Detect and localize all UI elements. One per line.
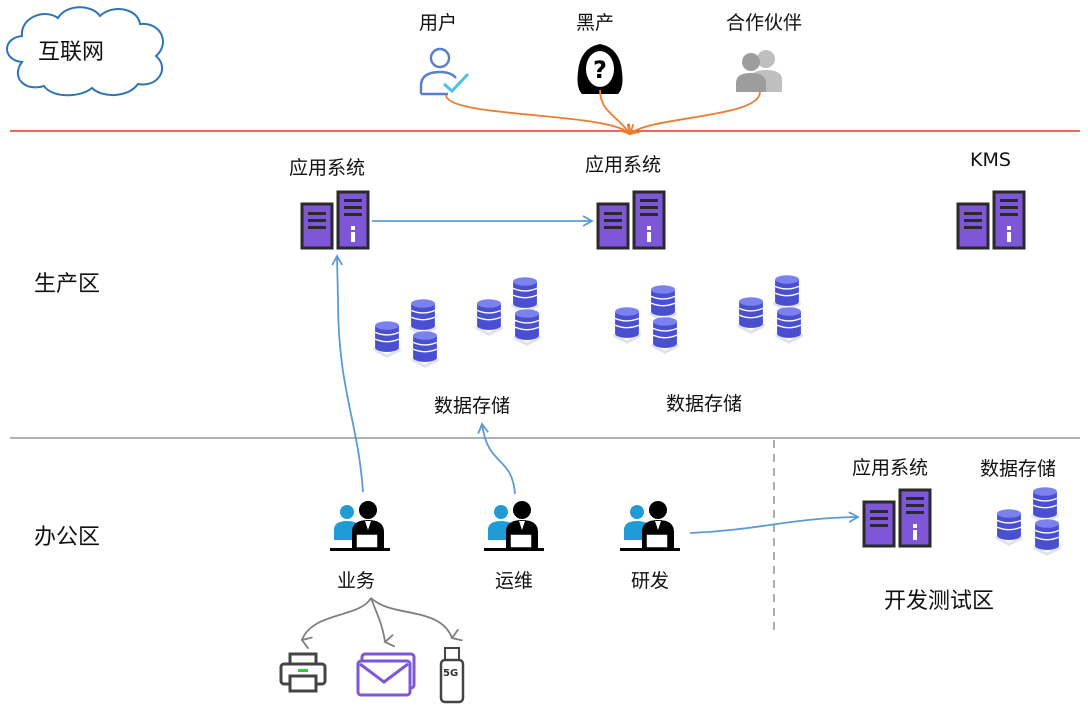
printer-icon [279, 652, 327, 694]
server-rack-icon [596, 190, 666, 252]
user-check-icon [418, 46, 472, 96]
flow-business-to-usb [370, 597, 463, 642]
hacker-icon: ? [574, 42, 626, 96]
office-worker-icon [484, 500, 544, 552]
usb-drive-icon [439, 646, 465, 704]
storage-left-label: 数据存储 [434, 395, 511, 417]
devtest-app-label: 应用系统 [852, 457, 929, 479]
actor-partner-label: 合作伙伴 [726, 12, 803, 34]
business-label: 业务 [337, 570, 376, 592]
database-stack-icon [470, 276, 550, 356]
database-stack-icon [368, 298, 448, 378]
flow-business-to-email [370, 597, 396, 648]
devtest-storage-label: 数据存储 [980, 458, 1057, 480]
rnd-label: 研发 [631, 570, 670, 592]
production-zone-label: 生产区 [34, 272, 101, 297]
server-rack-icon [956, 190, 1026, 252]
actor-user-label: 用户 [419, 12, 458, 34]
office-zone-label: 办公区 [34, 525, 101, 550]
office-worker-icon [330, 500, 390, 552]
flow-blackhat-to-app [599, 89, 632, 136]
usb-label: 5G [443, 668, 459, 679]
internet-label: 互联网 [38, 40, 105, 65]
office-worker-icon [620, 500, 680, 552]
flow-user-to-app [445, 94, 632, 136]
flow-rnd-to-devtest-app [689, 511, 860, 534]
actor-blackhat-label: 黑产 [576, 12, 615, 34]
devtest-zone-label: 开发测试区 [884, 589, 995, 614]
kms-label: KMS [970, 149, 1011, 171]
flow-ops-to-storage [477, 422, 516, 495]
email-icon [356, 652, 416, 698]
database-stack-icon [990, 486, 1070, 566]
ops-label: 运维 [495, 570, 534, 592]
cloud-icon [6, 6, 164, 97]
group-icon [734, 48, 784, 92]
server-rack-icon [862, 488, 932, 550]
database-stack-icon [608, 284, 688, 364]
storage-right-label: 数据存储 [666, 393, 743, 415]
flow-business-to-printer [300, 597, 372, 650]
flow-partner-to-app [628, 91, 761, 136]
app-center-label: 应用系统 [585, 154, 662, 176]
flow-business-to-app [331, 254, 364, 493]
database-stack-icon [732, 274, 812, 354]
app-left-label: 应用系统 [289, 157, 366, 179]
server-rack-icon [300, 190, 370, 252]
svg-text:?: ? [593, 56, 607, 84]
internet-cloud [0, 2, 172, 98]
